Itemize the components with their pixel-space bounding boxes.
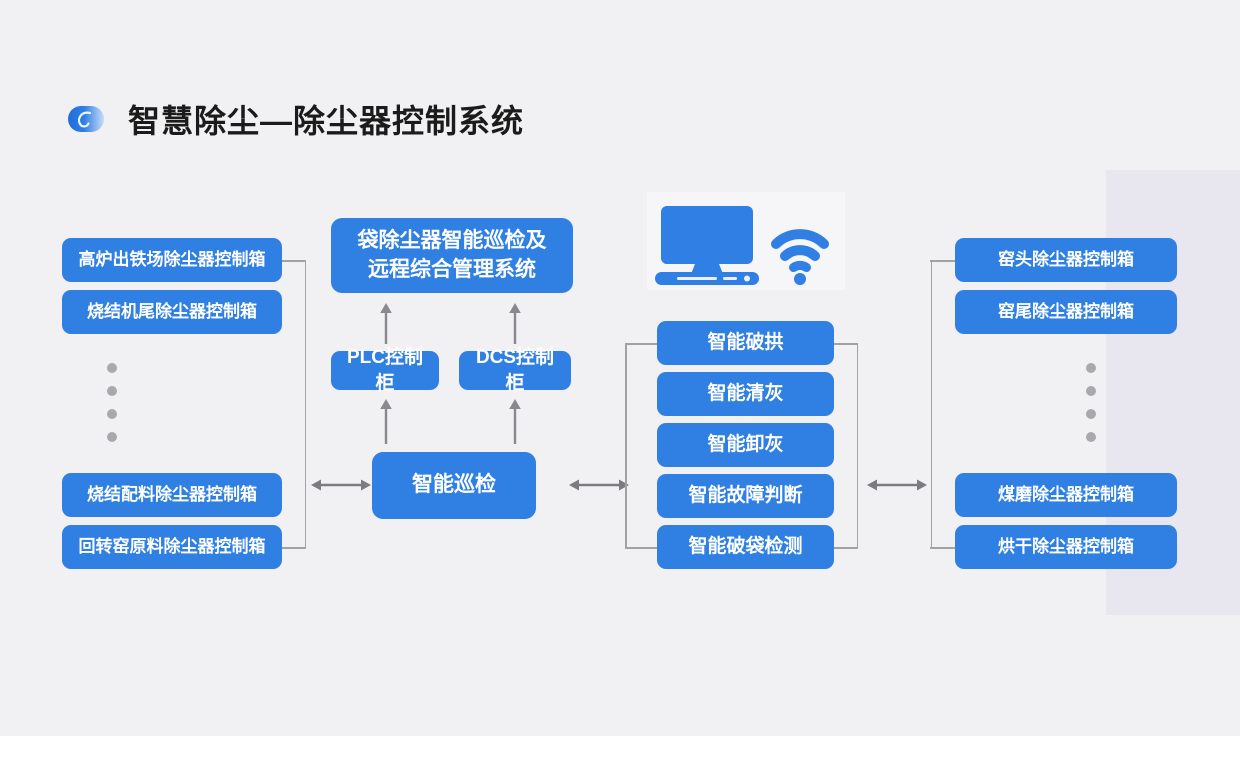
right-box-3[interactable]: 煤磨除尘器控制箱 [955, 473, 1177, 517]
inspection-to-dcs-arrow [504, 398, 526, 446]
smart-inspection-box[interactable]: 智能巡检 [372, 452, 536, 519]
ellipsis-dot [1086, 409, 1096, 419]
left-right-arrow-1 [310, 474, 372, 496]
management-system-box[interactable]: 袋除尘器智能巡检及 远程综合管理系统 [331, 218, 573, 293]
inspection-to-plc-arrow [375, 398, 397, 446]
function-box-4[interactable]: 智能故障判断 [657, 474, 834, 518]
left-box-1[interactable]: 高炉出铁场除尘器控制箱 [62, 238, 282, 282]
plc-up-arrow [375, 302, 397, 346]
management-system-line-1: 袋除尘器智能巡检及 [357, 229, 547, 253]
function-bracket-top-line [625, 343, 658, 345]
right-box-1[interactable]: 窑头除尘器控制箱 [955, 238, 1177, 282]
left-bracket-bottom-line [282, 547, 306, 549]
right-bracket-spine [930, 260, 933, 548]
wifi-signal-icon [771, 229, 829, 285]
desktop-computer-icon [655, 206, 759, 285]
illustration-panel [647, 192, 845, 290]
function-box-3[interactable]: 智能卸灰 [657, 423, 834, 467]
function-box-5[interactable]: 智能破袋检测 [657, 525, 834, 569]
ellipsis-dot [107, 432, 117, 442]
right-column-ellipsis [1086, 363, 1096, 442]
dcs-cabinet-box[interactable]: DCS控制柜 [459, 347, 571, 394]
left-bracket-top-line [282, 260, 306, 262]
plc-cabinet-box[interactable]: PLC控制柜 [331, 347, 439, 394]
page-title: 智慧除尘—除尘器控制系统 [128, 103, 525, 139]
right-bracket-top-line [930, 260, 956, 262]
function-box-2[interactable]: 智能清灰 [657, 372, 834, 416]
ellipsis-dot [1086, 432, 1096, 442]
page-header: 智慧除尘—除尘器控制系统 [66, 96, 524, 142]
left-bracket-spine [304, 260, 307, 548]
function-bracket-bottom-line [625, 547, 658, 549]
swirl-logo-icon [66, 103, 106, 135]
right-box-4[interactable]: 烘干除尘器控制箱 [955, 525, 1177, 569]
left-box-4[interactable]: 回转窑原料除尘器控制箱 [62, 525, 282, 569]
function-right-bottom-line [834, 547, 858, 549]
bottom-white-strip [0, 736, 1240, 765]
left-right-arrow-2 [568, 474, 630, 496]
left-box-2[interactable]: 烧结机尾除尘器控制箱 [62, 290, 282, 334]
left-box-3[interactable]: 烧结配料除尘器控制箱 [62, 473, 282, 517]
function-right-top-line [834, 343, 858, 345]
ellipsis-dot [1086, 363, 1096, 373]
function-box-1[interactable]: 智能破拱 [657, 321, 834, 365]
left-right-arrow-3 [866, 474, 928, 496]
right-box-2[interactable]: 窑尾除尘器控制箱 [955, 290, 1177, 334]
function-bracket-spine [625, 343, 627, 549]
ellipsis-dot [107, 409, 117, 419]
left-column-ellipsis [107, 363, 117, 442]
ellipsis-dot [107, 386, 117, 396]
ellipsis-dot [1086, 386, 1096, 396]
slide-canvas: 智慧除尘—除尘器控制系统 高炉出铁场除尘器控制箱 烧结机 [0, 0, 1240, 736]
right-bracket-bottom-line [930, 547, 956, 549]
dcs-up-arrow [504, 302, 526, 346]
function-right-spine [856, 343, 859, 548]
management-system-line-2: 远程综合管理系统 [368, 257, 536, 281]
ellipsis-dot [107, 363, 117, 373]
